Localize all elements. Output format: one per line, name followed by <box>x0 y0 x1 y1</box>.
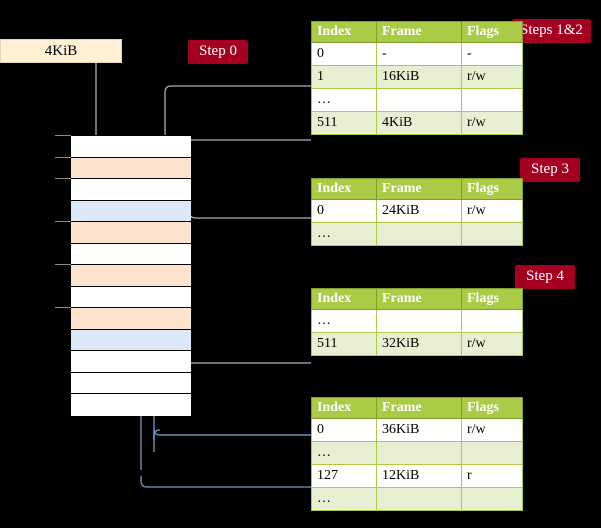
table-row[interactable]: … <box>311 441 523 465</box>
page-box-4kib: 4KiB <box>0 39 122 63</box>
column-header-index: Index <box>311 397 377 419</box>
cell-flags <box>461 441 523 465</box>
table-row[interactable]: 0-- <box>311 42 523 66</box>
column-header-frame: Frame <box>376 288 462 310</box>
cell-index: … <box>311 222 377 246</box>
cell-flags <box>461 222 523 246</box>
memory-frame-row <box>71 394 191 416</box>
memory-frame-row <box>71 329 191 351</box>
cell-flags <box>461 309 523 333</box>
cell-index: 0 <box>311 199 377 223</box>
memory-frame-row <box>71 222 191 244</box>
cell-frame <box>376 441 462 465</box>
table-row[interactable]: … <box>311 88 523 112</box>
cell-index: 511 <box>311 111 377 135</box>
column-header-frame: Frame <box>376 21 462 43</box>
cell-index: … <box>311 309 377 333</box>
memory-row-tick <box>55 156 71 158</box>
table-row[interactable]: … <box>311 222 523 246</box>
cell-index: … <box>311 441 377 465</box>
cell-frame: 36KiB <box>376 418 462 442</box>
column-header-index: Index <box>311 21 377 43</box>
cell-flags: - <box>461 42 523 66</box>
cell-frame: 24KiB <box>376 199 462 223</box>
memory-frame-row <box>71 200 191 222</box>
cell-index: … <box>311 487 377 511</box>
memory-row-tick <box>55 178 71 179</box>
column-header-flags: Flags <box>461 178 523 200</box>
cell-flags <box>461 88 523 112</box>
physical-memory-column <box>70 135 191 416</box>
badge-step-3: Step 3 <box>520 158 580 182</box>
memory-frame-row <box>71 372 191 394</box>
column-header-frame: Frame <box>376 178 462 200</box>
table-row[interactable]: … <box>311 487 523 511</box>
memory-row-tick <box>55 221 71 222</box>
memory-frame-row <box>71 243 191 265</box>
cell-flags: r/w <box>461 65 523 89</box>
cell-frame <box>376 222 462 246</box>
cell-flags: r <box>461 464 523 488</box>
memory-row-tick <box>55 264 71 265</box>
cell-flags: r/w <box>461 111 523 135</box>
column-header-flags: Flags <box>461 397 523 419</box>
cell-frame <box>376 88 462 112</box>
cell-frame <box>376 487 462 511</box>
cell-frame <box>376 309 462 333</box>
badge-step-4: Step 4 <box>515 265 575 289</box>
cell-index: 127 <box>311 464 377 488</box>
cell-frame: 12KiB <box>376 464 462 488</box>
column-header-index: Index <box>311 178 377 200</box>
cell-frame: 16KiB <box>376 65 462 89</box>
badge-step-0: Step 0 <box>188 40 248 64</box>
memory-frame-row <box>71 179 191 201</box>
memory-row-tick <box>55 135 71 136</box>
cell-index: … <box>311 88 377 112</box>
memory-frame-row <box>71 351 191 373</box>
cell-flags <box>461 487 523 511</box>
column-header-frame: Frame <box>376 397 462 419</box>
cell-index: 0 <box>311 42 377 66</box>
memory-frame-row <box>71 136 191 158</box>
memory-frame-row <box>71 265 191 287</box>
column-header-flags: Flags <box>461 21 523 43</box>
memory-row-tick <box>55 307 71 308</box>
memory-frame-row <box>71 286 191 308</box>
cell-flags: r/w <box>461 332 523 356</box>
cell-frame: 4KiB <box>376 111 462 135</box>
page-box-label: 4KiB <box>44 42 78 59</box>
cell-index: 511 <box>311 332 377 356</box>
table-row[interactable]: … <box>311 309 523 333</box>
cell-frame: 32KiB <box>376 332 462 356</box>
column-header-flags: Flags <box>461 288 523 310</box>
memory-frame-row <box>71 308 191 330</box>
cell-flags: r/w <box>461 199 523 223</box>
cell-index: 0 <box>311 418 377 442</box>
badge-steps-1-2: Steps 1&2 <box>512 19 591 43</box>
cell-index: 1 <box>311 65 377 89</box>
memory-frame-row <box>71 157 191 179</box>
cell-frame: - <box>376 42 462 66</box>
column-header-index: Index <box>311 288 377 310</box>
cell-flags: r/w <box>461 418 523 442</box>
